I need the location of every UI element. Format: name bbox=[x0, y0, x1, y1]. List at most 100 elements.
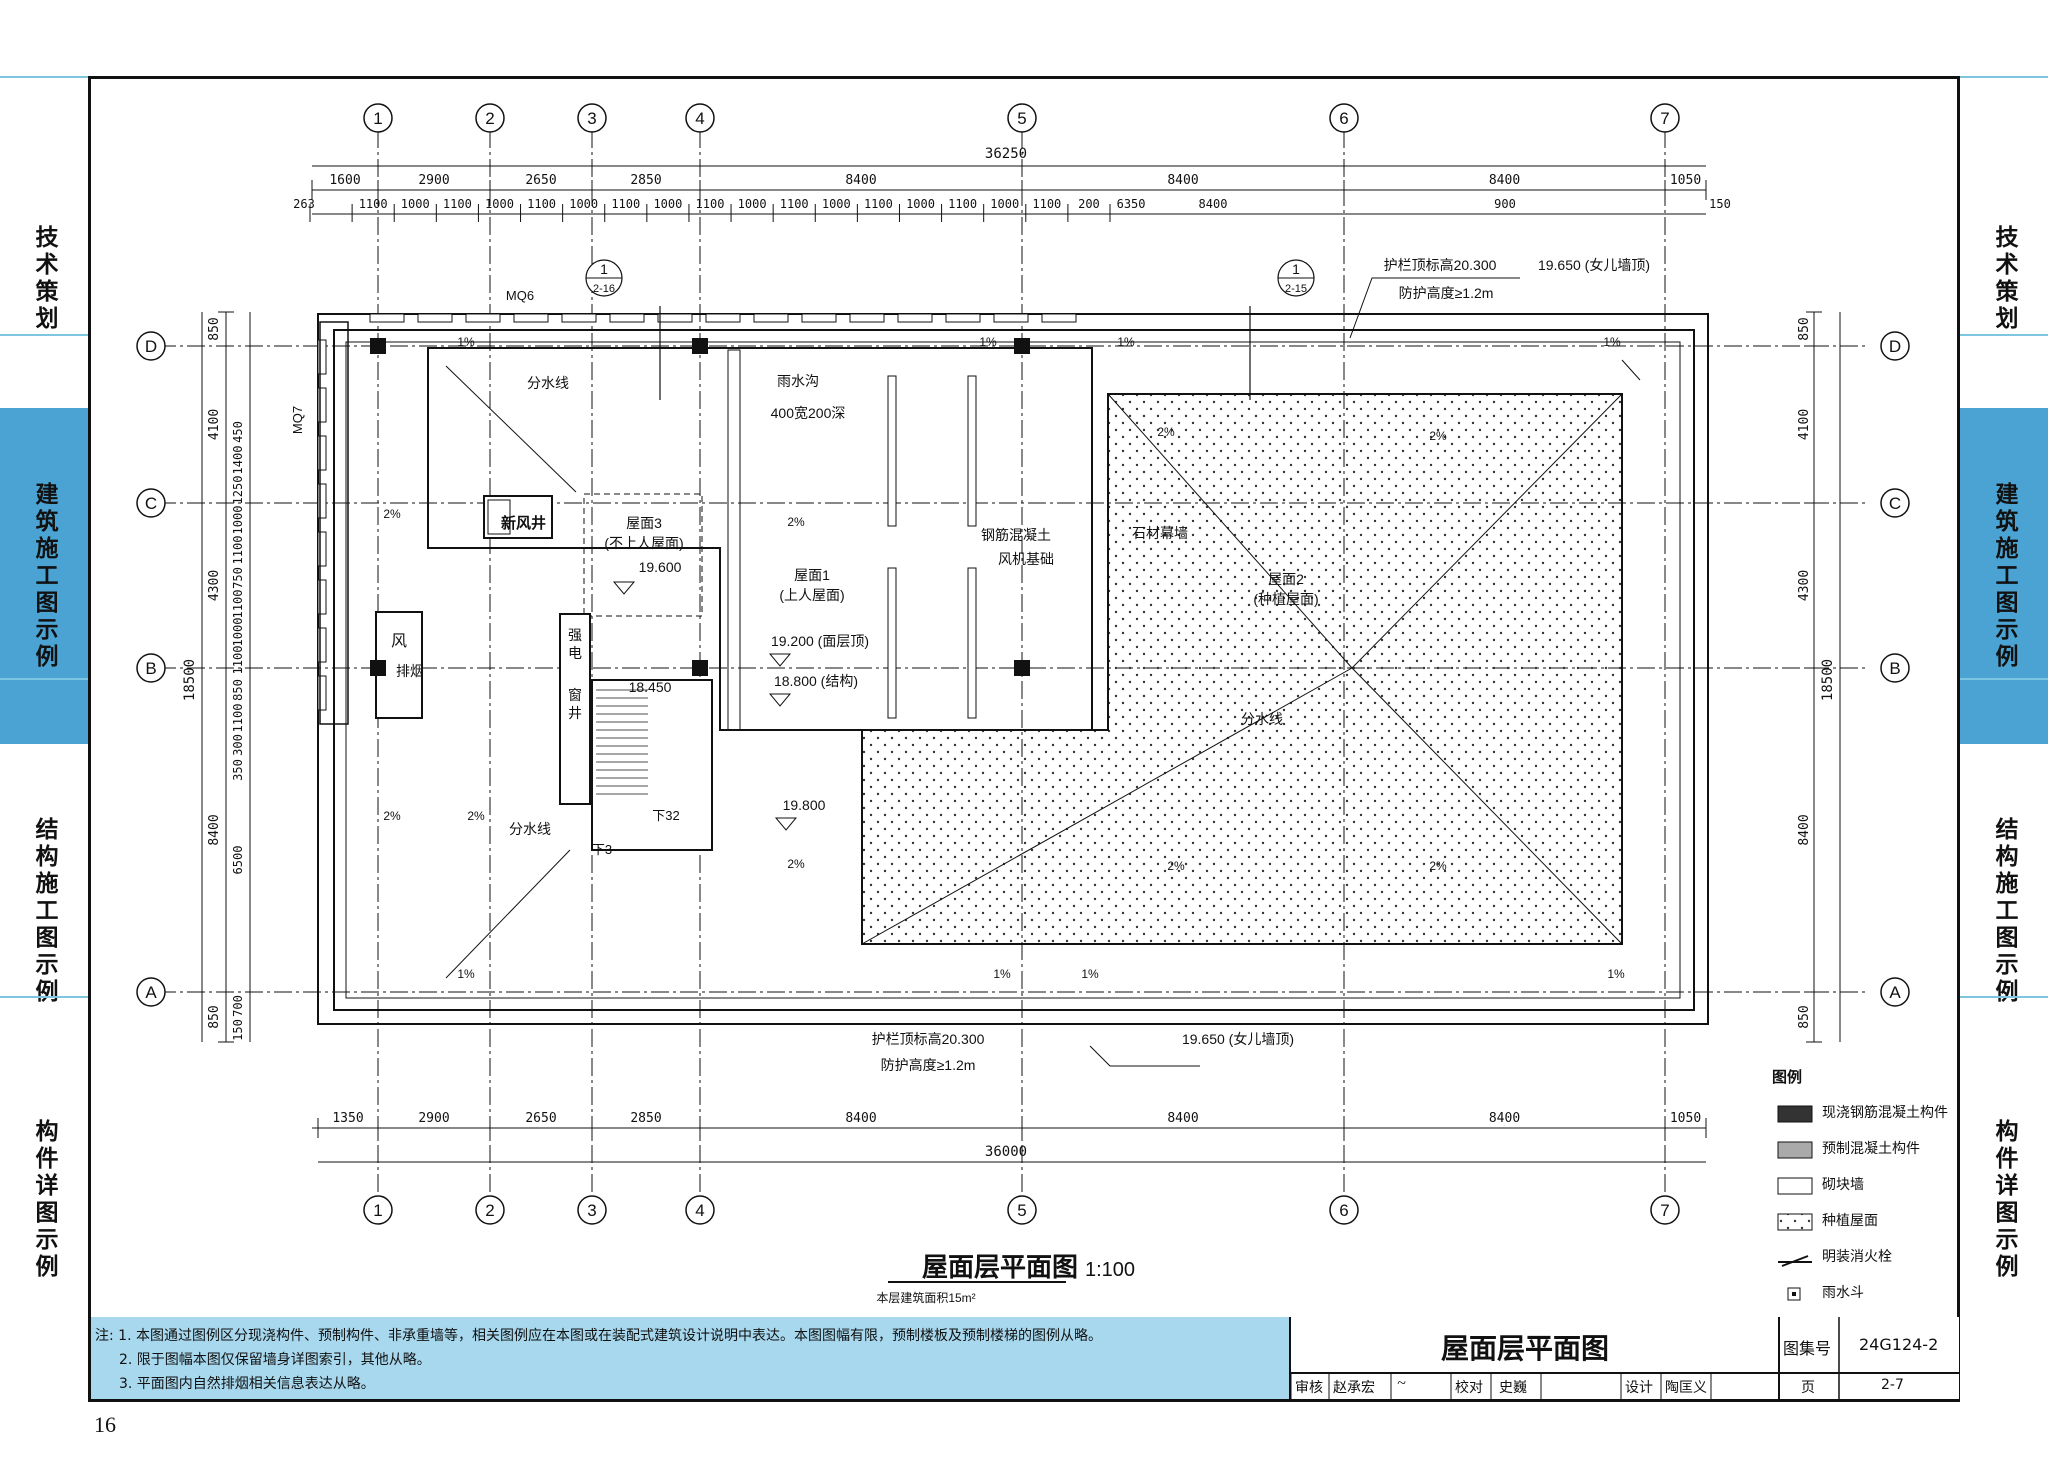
note-3: 3. 平面图内自然排烟相关信息表达从略。 bbox=[119, 1376, 375, 1392]
slope-2pct: 2% bbox=[467, 809, 485, 823]
dim-top-row1: 8400 bbox=[1489, 173, 1520, 188]
axis-label-C: C bbox=[1889, 494, 1901, 513]
slope-2pct: 2% bbox=[787, 857, 805, 871]
side-tab-0[interactable]: 技术策划 bbox=[1991, 225, 2017, 333]
atlas-label: 图集号 bbox=[1783, 1339, 1832, 1358]
dim-left-detail: 1000 bbox=[231, 506, 245, 535]
axis-label-B: B bbox=[1889, 659, 1900, 678]
axis-bubble-2 bbox=[475, 1195, 505, 1225]
dim-top-row2: 200 bbox=[1078, 197, 1100, 211]
drawing-area: 本层建筑面积15m² bbox=[876, 1290, 975, 1305]
dim-top-row2: 1000 bbox=[401, 197, 430, 211]
side-tab-1[interactable]: 建筑施工图示例 bbox=[0, 408, 88, 744]
strong-elec-label: 电 bbox=[568, 645, 582, 661]
water-divide-label: 分水线 bbox=[527, 375, 569, 391]
dim-bottom-row: 8400 bbox=[1167, 1111, 1198, 1126]
mq6-label: MQ6 bbox=[506, 288, 534, 303]
concrete-column bbox=[370, 660, 386, 676]
elev-marker bbox=[768, 653, 792, 667]
dim-top-row2: 1100 bbox=[527, 197, 556, 211]
smoke-shaft bbox=[375, 611, 423, 719]
fan-foundation bbox=[887, 375, 897, 527]
dim-top-row2: 1100 bbox=[443, 197, 472, 211]
legend-item: 明装消火栓 bbox=[1822, 1249, 1892, 1265]
concrete-column bbox=[370, 338, 386, 354]
page-label: 页 bbox=[1801, 1380, 1815, 1396]
detail-ref-sheet: 2-16 bbox=[593, 283, 615, 295]
detail-ref-sheet: 2-15 bbox=[1285, 283, 1307, 295]
side-tab-rule bbox=[0, 678, 88, 680]
dim-left-bay: 850 bbox=[207, 317, 222, 340]
slope-2pct: 2% bbox=[383, 507, 401, 521]
concrete-column bbox=[692, 338, 708, 354]
dim-left-detail: 1100 bbox=[231, 536, 245, 565]
note-1: 注: 1. 本图通过图例区分现浇构件、预制构件、非承重墙等，相关图例应在本图或在… bbox=[95, 1328, 1102, 1344]
guard-height-bottom: 防护高度≥1.2m bbox=[881, 1057, 976, 1073]
axis-bubble-B bbox=[136, 653, 166, 683]
mq6-panel bbox=[1041, 313, 1077, 323]
axis-label-7: 7 bbox=[1660, 1201, 1669, 1220]
dim-top-row1: 8400 bbox=[845, 173, 876, 188]
dim-top-row2: 1000 bbox=[822, 197, 851, 211]
slope-2pct: 2% bbox=[787, 515, 805, 529]
legend-swatch bbox=[1777, 1105, 1813, 1123]
legend-hydrant-icon bbox=[1778, 1255, 1812, 1267]
mq7-panel bbox=[317, 675, 327, 711]
dim-left-detail: 1000 bbox=[231, 618, 245, 647]
water-divide-label: 分水线 bbox=[1241, 711, 1283, 727]
mq6-panel bbox=[465, 313, 501, 323]
dim-bottom-row: 8400 bbox=[1489, 1111, 1520, 1126]
side-tab-rule bbox=[0, 334, 88, 336]
dim-bottom-row: 2850 bbox=[630, 1111, 661, 1126]
axis-bubble-4 bbox=[685, 1195, 715, 1225]
side-tab-2[interactable]: 结构施工图示例 bbox=[31, 816, 57, 1006]
dim-left-detail: 1100 bbox=[231, 646, 245, 675]
stair-core bbox=[591, 679, 713, 851]
slope-1pct: 1% bbox=[1607, 967, 1625, 981]
slope-2pct: 2% bbox=[1429, 429, 1447, 443]
mq6-panel bbox=[369, 313, 405, 323]
axis-label-6: 6 bbox=[1339, 1201, 1348, 1220]
slope-1pct: 1% bbox=[993, 967, 1011, 981]
dim-right-total: 18500 bbox=[1820, 659, 1836, 701]
axis-bubble-1 bbox=[363, 1195, 393, 1225]
side-tab-0[interactable]: 技术策划 bbox=[31, 225, 57, 333]
dim-right-bay: 8400 bbox=[1797, 814, 1812, 845]
mq6-panel bbox=[801, 313, 837, 323]
axis-bubble-7 bbox=[1650, 1195, 1680, 1225]
guard-height-top: 防护高度≥1.2m bbox=[1399, 285, 1494, 301]
side-tab-3[interactable]: 构件详图示例 bbox=[31, 1119, 57, 1281]
window-well-label: 井 bbox=[568, 705, 582, 721]
axis-label-6: 6 bbox=[1339, 109, 1348, 128]
side-tab-2[interactable]: 结构施工图示例 bbox=[1991, 816, 2017, 1006]
axis-label-5: 5 bbox=[1017, 1201, 1026, 1220]
axis-label-1: 1 bbox=[373, 109, 382, 128]
mq6-panel bbox=[657, 313, 693, 323]
legend-swatch bbox=[1777, 1177, 1813, 1195]
roof1-label: 屋面1 bbox=[794, 567, 830, 583]
slope-1pct: 1% bbox=[1117, 335, 1135, 349]
axis-bubble-A bbox=[136, 977, 166, 1007]
dim-top-row2: 8400 bbox=[1199, 197, 1228, 211]
axis-label-3: 3 bbox=[587, 109, 596, 128]
side-tab-rule bbox=[0, 996, 88, 998]
mq6-panel bbox=[993, 313, 1029, 323]
axis-label-C: C bbox=[145, 494, 157, 513]
side-tab-3[interactable]: 构件详图示例 bbox=[1991, 1119, 2017, 1281]
mq6-panel bbox=[513, 313, 549, 323]
legend-swatch bbox=[1777, 1141, 1813, 1159]
stone-curtain-label: 石材幕墙 bbox=[1132, 525, 1188, 541]
dim-left-detail: 750 bbox=[231, 567, 245, 589]
side-tab-1[interactable]: 建筑施工图示例 bbox=[1960, 408, 2048, 744]
axis-label-3: 3 bbox=[587, 1201, 596, 1220]
axis-label-1: 1 bbox=[373, 1201, 382, 1220]
elev-1880: 18.800 (结构) bbox=[774, 673, 858, 689]
notes-panel: 注: 1. 本图通过图例区分现浇构件、预制构件、非承重墙等，相关图例应在本图或在… bbox=[91, 1317, 1289, 1399]
axis-bubble-D bbox=[1880, 331, 1910, 361]
legend-title: 图例 bbox=[1772, 1068, 1803, 1086]
fan-foundation bbox=[967, 567, 977, 719]
axis-bubble-5 bbox=[1007, 103, 1037, 133]
mq6-panel bbox=[945, 313, 981, 323]
axis-label-2: 2 bbox=[485, 1201, 494, 1220]
